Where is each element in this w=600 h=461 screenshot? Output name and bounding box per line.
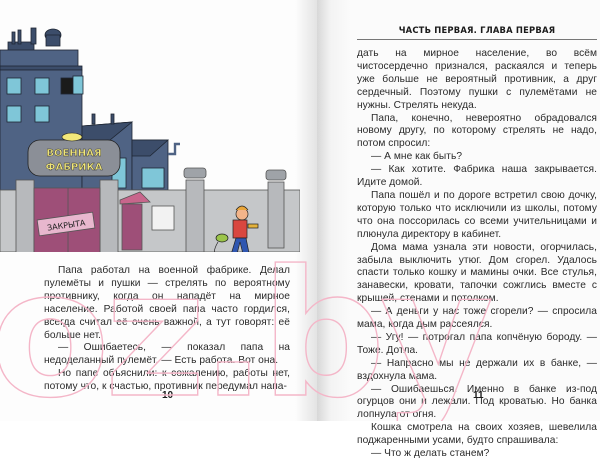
paragraph: — А деньги у нас тоже сгорели? — спросил… (357, 306, 597, 331)
paragraph: — Угу! — потрогал папа копчёную бороду. … (357, 331, 597, 356)
paragraph: — Ошибаешься. Именно в банке из-под огур… (357, 383, 597, 421)
paragraph: Папа пошёл и по дороге встретил свою доч… (357, 189, 597, 240)
page-number-right: 11 (473, 390, 484, 401)
paragraph: Папа, конечно, невероятно обрадовался но… (357, 112, 597, 150)
page-number-left: 10 (162, 390, 174, 401)
right-page (317, 0, 600, 421)
fence (0, 167, 300, 252)
paragraph: — Что ж делать станем? (371, 448, 490, 460)
header-rule (357, 39, 597, 40)
paragraph: — Напрасно мы не держали их в банке, — в… (357, 357, 597, 382)
paragraph: Но папе объяснили: к сожалению, работы н… (44, 368, 290, 393)
gutter-shadow (317, 0, 351, 421)
paragraph: — А мне как быть? (371, 151, 463, 163)
sign-line-2: ФАБРИКА (46, 162, 103, 173)
factory-illustration: ВОЕННАЯ ФАБРИКА ЗАКРЫТА (0, 27, 300, 252)
running-head: ЧАСТЬ ПЕРВАЯ. ГЛАВА ПЕРВАЯ (398, 25, 556, 35)
paragraph: Дома мама узнала эти новости, огорчилась… (357, 241, 597, 305)
sign-line-1: ВОЕННАЯ (46, 148, 101, 159)
gutter-shadow (295, 0, 317, 421)
paragraph: Папа работал на военной фабрике. Делал п… (44, 265, 290, 341)
paragraph: — Как хотите. Фабрика наша закрывается. … (357, 164, 597, 189)
paragraph: — Ошибаетесь, — показал папа на недодела… (44, 342, 290, 367)
factory-sign: ВОЕННАЯ ФАБРИКА (27, 132, 121, 177)
paragraph: дать на мирное население, во всём чистос… (357, 48, 597, 111)
paragraph: Кошка смотрела на своих хозяев, шевелила… (357, 422, 597, 447)
walking-man (214, 205, 259, 252)
left-page-body: Папа работал на военной фабрике. Делал п… (44, 265, 290, 394)
factory-building (0, 27, 180, 201)
